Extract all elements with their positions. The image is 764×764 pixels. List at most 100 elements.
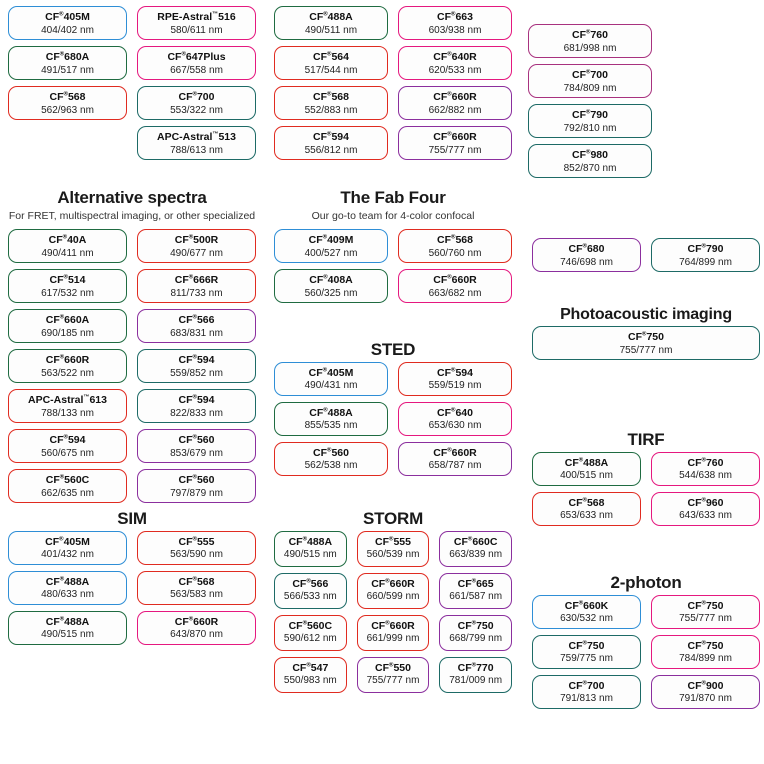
dye-wavelengths: 620/533 nm [428, 64, 482, 76]
trademark-symbol: ® [471, 662, 477, 669]
dye-wavelengths: 784/899 nm [679, 653, 732, 665]
trademark-symbol: ® [302, 536, 307, 543]
dye-wavelengths: 643/870 nm [170, 629, 223, 641]
dye-wavelengths: 811/733 nm [170, 287, 223, 299]
dye-wavelengths: 667/558 nm [170, 64, 223, 76]
trademark-symbol: ® [389, 662, 394, 669]
dye-wavelengths: 852/870 nm [563, 162, 617, 174]
dye-wavelengths: 755/777 nm [366, 675, 420, 687]
dye-name: CF®488A [288, 535, 333, 548]
trademark-symbol: ® [578, 457, 584, 464]
dye-name: CF®660R [371, 619, 415, 632]
dye-name: CF®700 [178, 91, 215, 103]
dye-name: CF®488A [564, 456, 609, 469]
dye-name: CF®760 [572, 29, 608, 41]
dye-name: APC-Astral™613 [28, 394, 107, 407]
section-title-two-photon: 2-photon [610, 573, 682, 592]
trademark-symbol: ™ [212, 131, 219, 138]
trademark-symbol: ® [59, 354, 65, 361]
dye-wavelengths: 491/517 nm [41, 64, 94, 76]
dye-name: CF®488A [309, 11, 353, 23]
section-title-fab-four: The Fab Four [340, 188, 446, 207]
